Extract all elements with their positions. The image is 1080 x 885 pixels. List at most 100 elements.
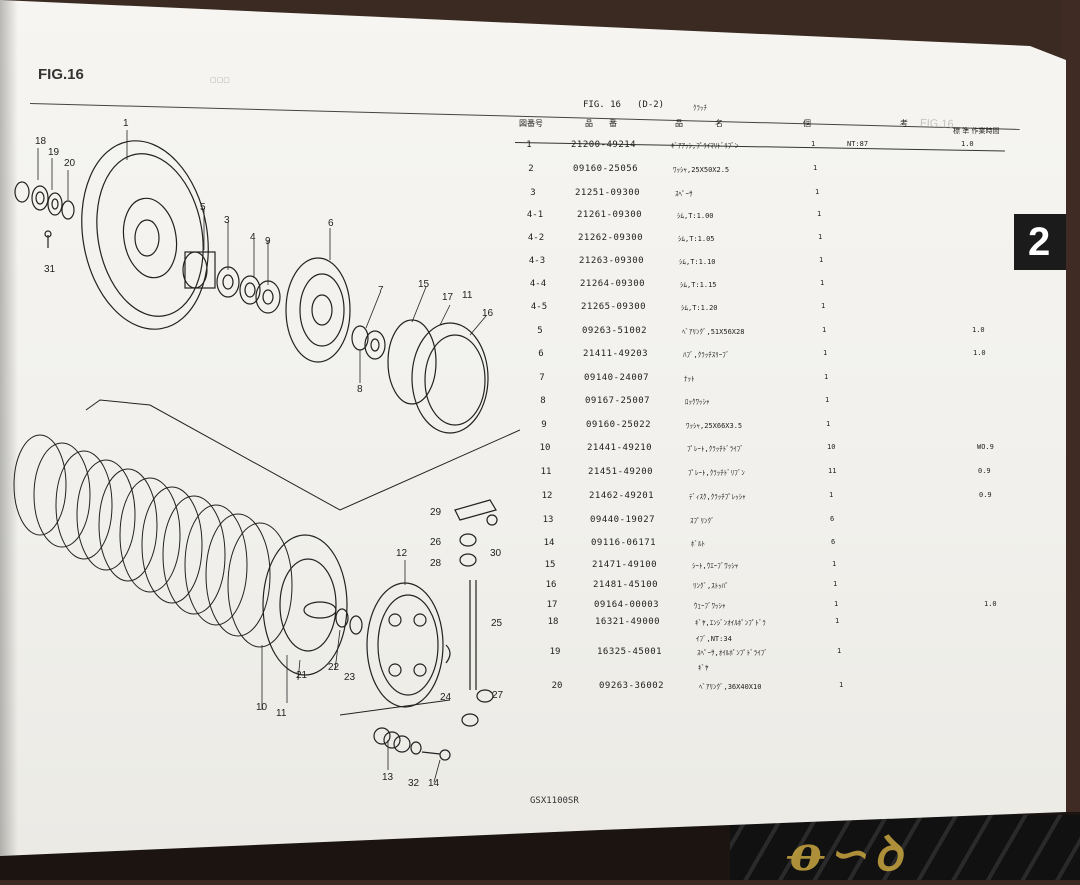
callout-8: 8 — [357, 384, 363, 395]
section-tab: 2 — [1014, 214, 1066, 270]
callout-23: 23 — [344, 672, 356, 683]
std-time-cell: 1.0 — [972, 326, 985, 334]
table-row: ｲﾌﾞ,NT:34 — [540, 633, 1020, 653]
callout-7: 7 — [378, 285, 384, 296]
fig-no-cell: 4-2 — [527, 233, 545, 243]
header-group-name: ｸﾗｯﾁ — [693, 104, 707, 112]
part-number-cell: 21462-49201 — [589, 491, 655, 501]
qty-cell: 1 — [837, 647, 842, 655]
part-number-cell: 21481-45100 — [593, 580, 659, 590]
part-number-cell: 21441-49210 — [587, 443, 653, 453]
part-name-cell: ｼﾑ,T:1.20 — [681, 304, 718, 312]
callout-22: 22 — [328, 662, 340, 673]
part-number-cell: 09164-00003 — [594, 600, 660, 610]
col-part-no: 品 番 — [585, 119, 617, 128]
fig-no-cell: 4-1 — [526, 210, 544, 220]
clutch-exploded-diagram — [13, 130, 520, 783]
part-name-cell: ﾊﾌﾞ,ｸﾗｯﾁｽﾘｰﾌﾞ — [683, 351, 730, 359]
desk-edge — [1062, 0, 1080, 880]
part-name-cell: ﾜｯｼｬ,25X66X3.5 — [686, 422, 743, 430]
manual-page: FIG.16 ▢▢▢ FIG.16 — [0, 0, 1066, 856]
part-number-cell: 21411-49203 — [583, 349, 649, 359]
part-name-cell: ｷﾞﾔ,ｴﾝｼﾞﾝｵｲﾙﾎﾟﾝﾌﾟﾄﾞﾗ — [695, 619, 766, 627]
part-name-cell: ｲﾌﾞ,NT:34 — [696, 635, 732, 643]
fig-no-cell: 15 — [544, 560, 556, 570]
callout-5: 5 — [200, 202, 206, 213]
fig-no-cell: 17 — [546, 600, 558, 610]
table-row: ｷﾞﾔ — [542, 662, 1022, 682]
fabric-gold-pattern: ꝋ∽ꝺ — [782, 826, 918, 882]
model-footer: GSX1100SR — [530, 796, 579, 806]
qty-cell: 1 — [833, 580, 838, 588]
part-name-cell: ﾜｯｼｬ,25X50X2.5 — [673, 166, 730, 174]
fig-no-cell: 14 — [543, 538, 555, 548]
qty-cell: 1 — [835, 617, 840, 625]
std-time-cell: 1.0 — [961, 140, 974, 148]
callout-3: 3 — [224, 215, 230, 226]
callout-9: 9 — [265, 236, 271, 247]
part-number-cell: 21261-09300 — [577, 210, 643, 220]
part-name-cell: ｽﾌﾟﾘﾝｸﾞ — [690, 517, 715, 525]
part-name-cell: ﾍﾞｱﾘﾝｸﾞ,36X40X10 — [699, 683, 762, 691]
qty-cell: 1 — [820, 279, 825, 287]
qty-cell: 1 — [834, 600, 839, 608]
qty-cell: 1 — [832, 560, 837, 568]
callout-32: 32 — [408, 778, 420, 789]
callout-11: 11 — [462, 290, 473, 301]
fig-no-cell: 8 — [540, 396, 546, 406]
header-fig: FIG. 16 — [583, 100, 621, 110]
header-code: (D-2) — [637, 100, 665, 110]
std-time-cell: WO.9 — [977, 443, 994, 451]
qty-cell: 6 — [831, 538, 836, 546]
fig-no-cell: 18 — [547, 617, 559, 627]
fig-no-cell: 12 — [541, 491, 553, 501]
part-number-cell: 09140-24007 — [584, 373, 650, 383]
col-std-time: 標 準 作業時間 — [953, 127, 1000, 135]
fig-no-cell: 4-3 — [528, 256, 546, 266]
callout-20: 20 — [64, 158, 76, 169]
callout-1: 1 — [123, 118, 129, 129]
qty-cell: 1 — [839, 681, 844, 689]
part-number-cell: 09440-19027 — [590, 515, 656, 525]
part-number-cell: 21265-09300 — [581, 302, 647, 312]
part-name-cell: ﾃﾞｨｽｸ,ｸﾗｯﾁﾌﾟﾚｯｼｬ — [689, 493, 746, 501]
part-number-cell: 09160-25056 — [573, 164, 639, 174]
part-number-cell: 09167-25007 — [585, 396, 651, 406]
std-time-cell: 0.9 — [978, 467, 991, 475]
remarks-cell: NT:87 — [847, 140, 869, 148]
part-name-cell: ｼｰﾄ,ｳｴｰﾌﾞﾜｯｼｬ — [692, 562, 739, 570]
qty-cell: 1 — [829, 491, 834, 499]
qty-cell: 10 — [827, 443, 836, 451]
fig-no-cell: 3 — [530, 188, 536, 198]
col-qty: 個 — [803, 119, 811, 128]
callout-15: 15 — [418, 279, 430, 290]
callout-12: 12 — [396, 548, 408, 559]
part-number-cell: 16325-45001 — [597, 647, 663, 657]
part-name-cell: ｼﾑ,T:1.15 — [680, 281, 717, 289]
callout-31: 31 — [44, 264, 56, 275]
fig-no-cell: 16 — [545, 580, 557, 590]
callout-19: 19 — [48, 147, 60, 158]
callout-6: 6 — [328, 218, 334, 229]
fig-no-cell: 7 — [539, 373, 545, 383]
col-fig-no: 図番号 — [519, 119, 543, 128]
callout-10: 10 — [256, 702, 268, 713]
part-name-cell: ﾌﾟﾚｰﾄ,ｸﾗｯﾁﾄﾞﾗｲﾌﾞ — [687, 445, 744, 453]
part-name-cell: ﾍﾞｱﾘﾝｸﾞ,51X56X28 — [682, 328, 745, 336]
callout-21: 21 — [296, 670, 308, 681]
fig-no-cell: 1 — [526, 140, 532, 150]
part-name-cell: ｷﾞﾔ — [698, 664, 709, 672]
std-time-cell: 1.0 — [973, 349, 986, 357]
callout-25: 25 — [491, 618, 503, 629]
qty-cell: 1 — [819, 256, 824, 264]
callout-26: 26 — [430, 537, 442, 548]
